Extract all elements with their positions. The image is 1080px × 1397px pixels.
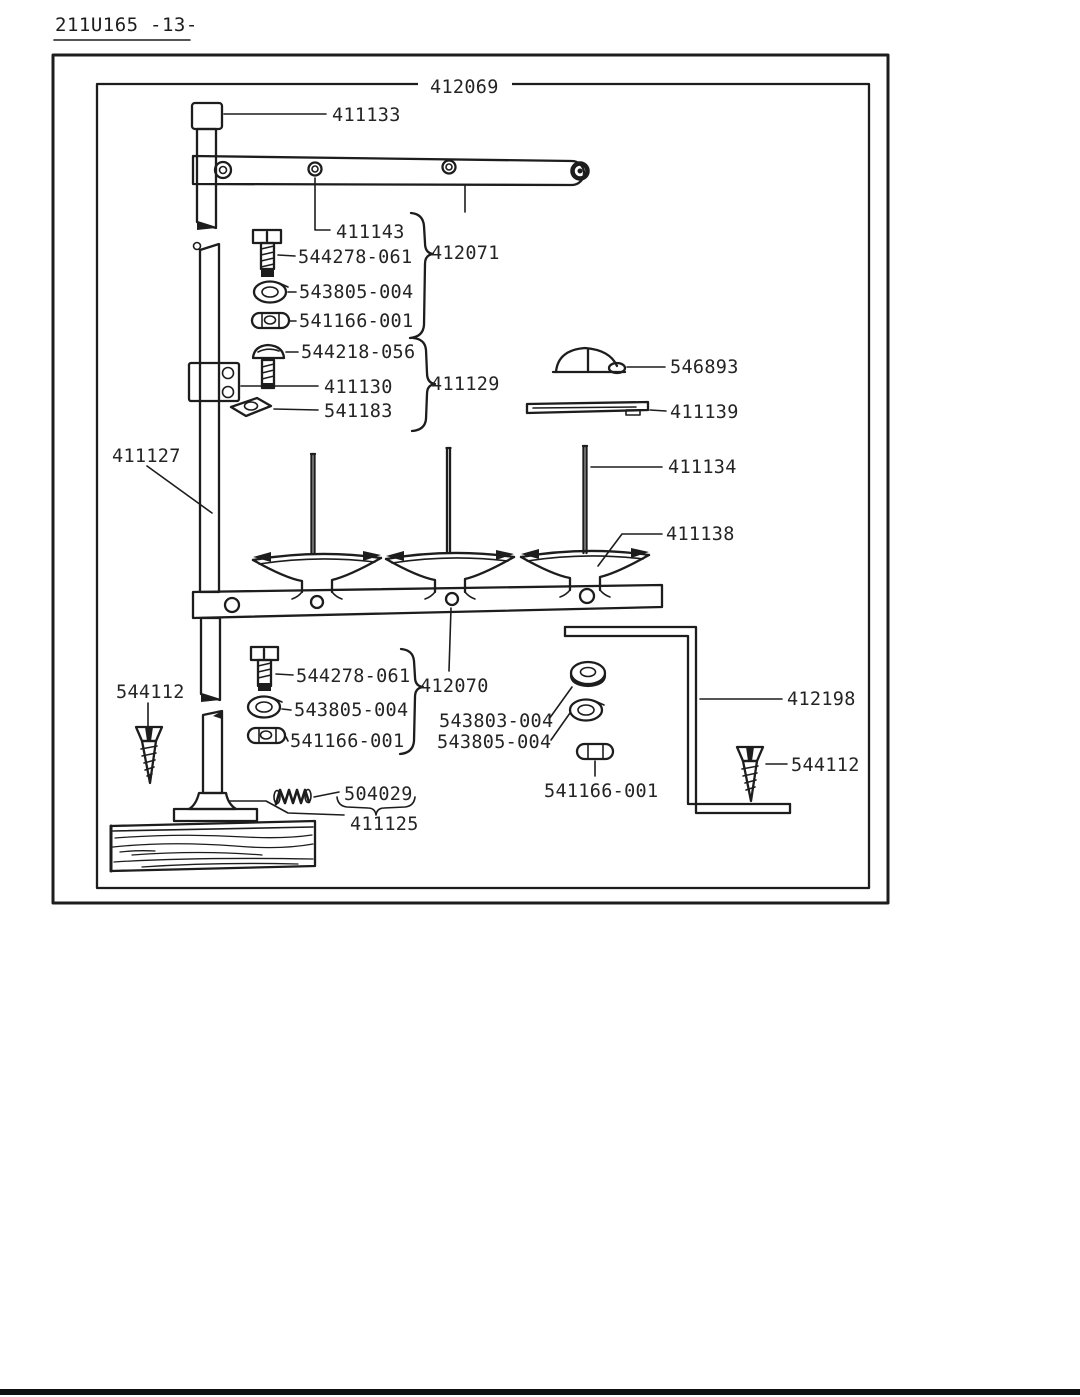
- part-label-clamp: 411130: [324, 377, 393, 398]
- outer-frame: [51, 53, 890, 905]
- page-header: 211U165 -13-: [53, 14, 198, 41]
- part-label-clamp-screw: 544218-056: [301, 342, 415, 363]
- part-label-lower-group: 412070: [420, 676, 489, 697]
- underbrace-base: [336, 796, 416, 816]
- upper-nut-drawing: [250, 311, 291, 330]
- part-label-thread-guide: 546893: [670, 357, 739, 378]
- part-label-flat-washer: 543803-004: [439, 711, 553, 732]
- part-label-upper-nut: 541166-001: [299, 311, 413, 332]
- clamp-drawing: [187, 361, 241, 403]
- thread-guide-drawing: [551, 346, 627, 375]
- doc-ref: 211U165: [55, 14, 139, 36]
- page-bottom-edge: [0, 1389, 1080, 1395]
- mid-nut-drawing: [575, 742, 615, 761]
- leader-pole: [146, 465, 213, 514]
- pedestal-drawing: [172, 791, 345, 823]
- leader-lower-nut: [285, 736, 289, 742]
- leader-clamp-nut: [273, 408, 319, 411]
- leader-lower-lock-washer: [281, 708, 292, 711]
- pole-drawing: [192, 127, 224, 795]
- part-label-lower-screw: 544278-061: [296, 666, 410, 687]
- leader-lower-screw: [275, 673, 294, 676]
- clamp-screw-drawing: [251, 343, 286, 390]
- guide-plate-drawing: [525, 400, 650, 416]
- part-label-mid-nut: 541166-001: [544, 781, 658, 802]
- part-label-spring: 504029: [344, 784, 413, 805]
- flat-washer-drawing: [569, 660, 607, 688]
- part-label-wood-screw-right: 544112: [791, 755, 860, 776]
- wood-screw-left-drawing: [134, 725, 164, 785]
- spool-pin-drawing: [309, 444, 589, 555]
- arm-drawing: [191, 154, 590, 187]
- brace-clamp-group: [410, 336, 437, 433]
- part-label-pole: 411127: [112, 446, 181, 467]
- part-label-assembly: 412069: [430, 77, 499, 98]
- part-label-lower-lock-washer: 543805-004: [294, 700, 408, 721]
- leader-arm: [314, 177, 331, 231]
- leader-flat-washer: [548, 686, 573, 720]
- part-label-clamp-nut: 541183: [324, 401, 393, 422]
- leader-upper-screw: [277, 254, 296, 257]
- part-label-upper-group: 412071: [431, 243, 500, 264]
- brace-upper-group: [408, 211, 435, 340]
- part-label-wood-screw-left: 544112: [116, 682, 185, 703]
- brace-lower-group: [398, 647, 425, 756]
- leader-mid-lock-washer: [550, 712, 571, 741]
- lower-lock-washer-drawing: [246, 695, 283, 719]
- spring-drawing: [273, 788, 312, 806]
- wood-base-drawing: [109, 819, 317, 873]
- mid-lock-washer-drawing: [568, 698, 605, 722]
- spool-disc-drawing: [251, 548, 651, 600]
- part-label-base: 411125: [350, 814, 419, 835]
- part-label-upper-lock-washer: 543805-004: [299, 282, 413, 303]
- part-label-spool-pin: 411134: [668, 457, 737, 478]
- spool-rail-drawing: [191, 583, 664, 620]
- part-label-clamp-group: 411129: [431, 374, 500, 395]
- part-label-arm: 411143: [336, 222, 405, 243]
- angle-bracket-drawing: [563, 625, 792, 815]
- leader-lower-group: [448, 607, 452, 672]
- part-label-mid-lock-washer: 543805-004: [437, 732, 551, 753]
- part-label-guide-plate: 411139: [670, 402, 739, 423]
- assembly-label-group: 412069: [418, 70, 512, 98]
- leader-spool-disc: [597, 533, 663, 567]
- part-label-upper-screw: 544278-061: [298, 247, 412, 268]
- page-number: -13-: [150, 14, 198, 36]
- part-label-pole-cap: 411133: [332, 105, 401, 126]
- pole-cap-drawing: [190, 101, 224, 131]
- part-label-lower-nut: 541166-001: [290, 731, 404, 752]
- leader-spring: [313, 791, 340, 798]
- wood-screw-right-drawing: [735, 745, 765, 803]
- lower-nut-drawing: [246, 726, 287, 745]
- upper-lock-washer-drawing: [252, 280, 289, 304]
- upper-screw-drawing: [251, 228, 283, 277]
- clamp-nut-drawing: [229, 396, 273, 418]
- lower-screw-drawing: [249, 645, 280, 691]
- assembly-label-backing: [418, 70, 512, 98]
- leader-guide-plate: [649, 409, 667, 412]
- part-label-angle-bracket: 412198: [787, 689, 856, 710]
- part-label-spool-disc: 411138: [666, 524, 735, 545]
